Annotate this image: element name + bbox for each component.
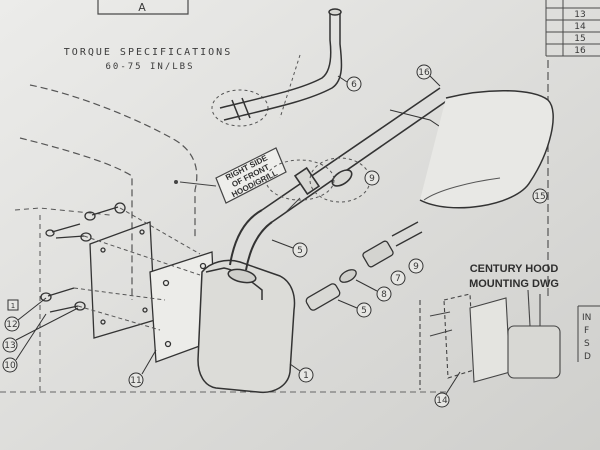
torque-value: 60-75 IN/LBS <box>105 62 194 72</box>
small-box <box>7 299 19 311</box>
callout-1: 1 <box>289 363 314 383</box>
elbow-tube <box>219 8 343 121</box>
callout-label: 14 <box>436 396 448 406</box>
callout-7: 7 <box>390 270 406 286</box>
edge-letter: S <box>584 339 590 349</box>
fittings <box>305 221 423 311</box>
arrow-marker <box>285 197 301 213</box>
inset-title-line-1: CENTURY HOOD <box>470 263 559 275</box>
callout-5b: 5 <box>337 299 372 318</box>
callout-9b: 9 <box>408 258 424 274</box>
callout-11: 11 <box>128 349 157 388</box>
callout-label: 11 <box>130 376 141 386</box>
edge-letters: IN F S D <box>577 305 600 362</box>
callout-label: 5 <box>297 246 303 256</box>
horn-bell <box>419 89 554 209</box>
callout-label: 8 <box>381 290 387 300</box>
horn-body <box>197 209 296 394</box>
callout-10: 10 <box>2 313 47 373</box>
callout-15: 15 <box>532 188 548 204</box>
elbow-guide <box>279 54 301 119</box>
callout-label: 15 <box>534 192 545 202</box>
hood-outline <box>29 84 198 240</box>
table-row: 16 <box>574 46 586 56</box>
inset-title-line-2: MOUNTING DWG <box>469 278 559 290</box>
callout-6: 6 <box>337 75 362 92</box>
table-row: 15 <box>574 34 585 44</box>
callout-14: 14 <box>434 371 461 408</box>
callout-8: 8 <box>355 279 392 302</box>
inset-drawing <box>419 289 561 390</box>
bolts <box>40 202 126 313</box>
callout-label: 7 <box>395 274 401 284</box>
callout-12: 12 <box>4 297 47 332</box>
edge-letter: D <box>584 352 591 362</box>
table-row: 14 <box>574 22 586 32</box>
callout-label: 16 <box>418 68 430 78</box>
callout-label: 12 <box>6 320 17 330</box>
hood-inner-outline <box>19 137 133 300</box>
callout-16: 16 <box>416 64 441 87</box>
assembly-lines <box>73 207 201 331</box>
callout-label: 6 <box>351 80 357 90</box>
torque-title: TORQUE SPECIFICATIONS <box>64 47 232 58</box>
callout-label: 5 <box>361 306 367 316</box>
callout-label: 1 <box>303 371 309 381</box>
callout-label: 9 <box>413 262 419 272</box>
callout-13: 13 <box>2 307 79 353</box>
air-tube <box>261 87 449 223</box>
edge-letter: F <box>584 326 589 336</box>
callout-label: 9 <box>369 174 375 184</box>
callout-label: 13 <box>4 341 15 351</box>
callout-9a: 9 <box>364 170 380 186</box>
small-box-label: 1 <box>11 302 15 310</box>
parts-table: 13 14 15 16 <box>545 0 600 57</box>
callouts: 1 5 5 6 7 8 9 9 10 11 12 13 14 15 16 <box>2 64 548 408</box>
revision-letter: A <box>138 1 146 14</box>
callout-label: 10 <box>4 361 16 371</box>
table-row: 13 <box>574 10 585 20</box>
edge-letter: IN <box>582 313 591 323</box>
callout-5a: 5 <box>271 239 308 258</box>
title-block: A <box>97 0 189 15</box>
